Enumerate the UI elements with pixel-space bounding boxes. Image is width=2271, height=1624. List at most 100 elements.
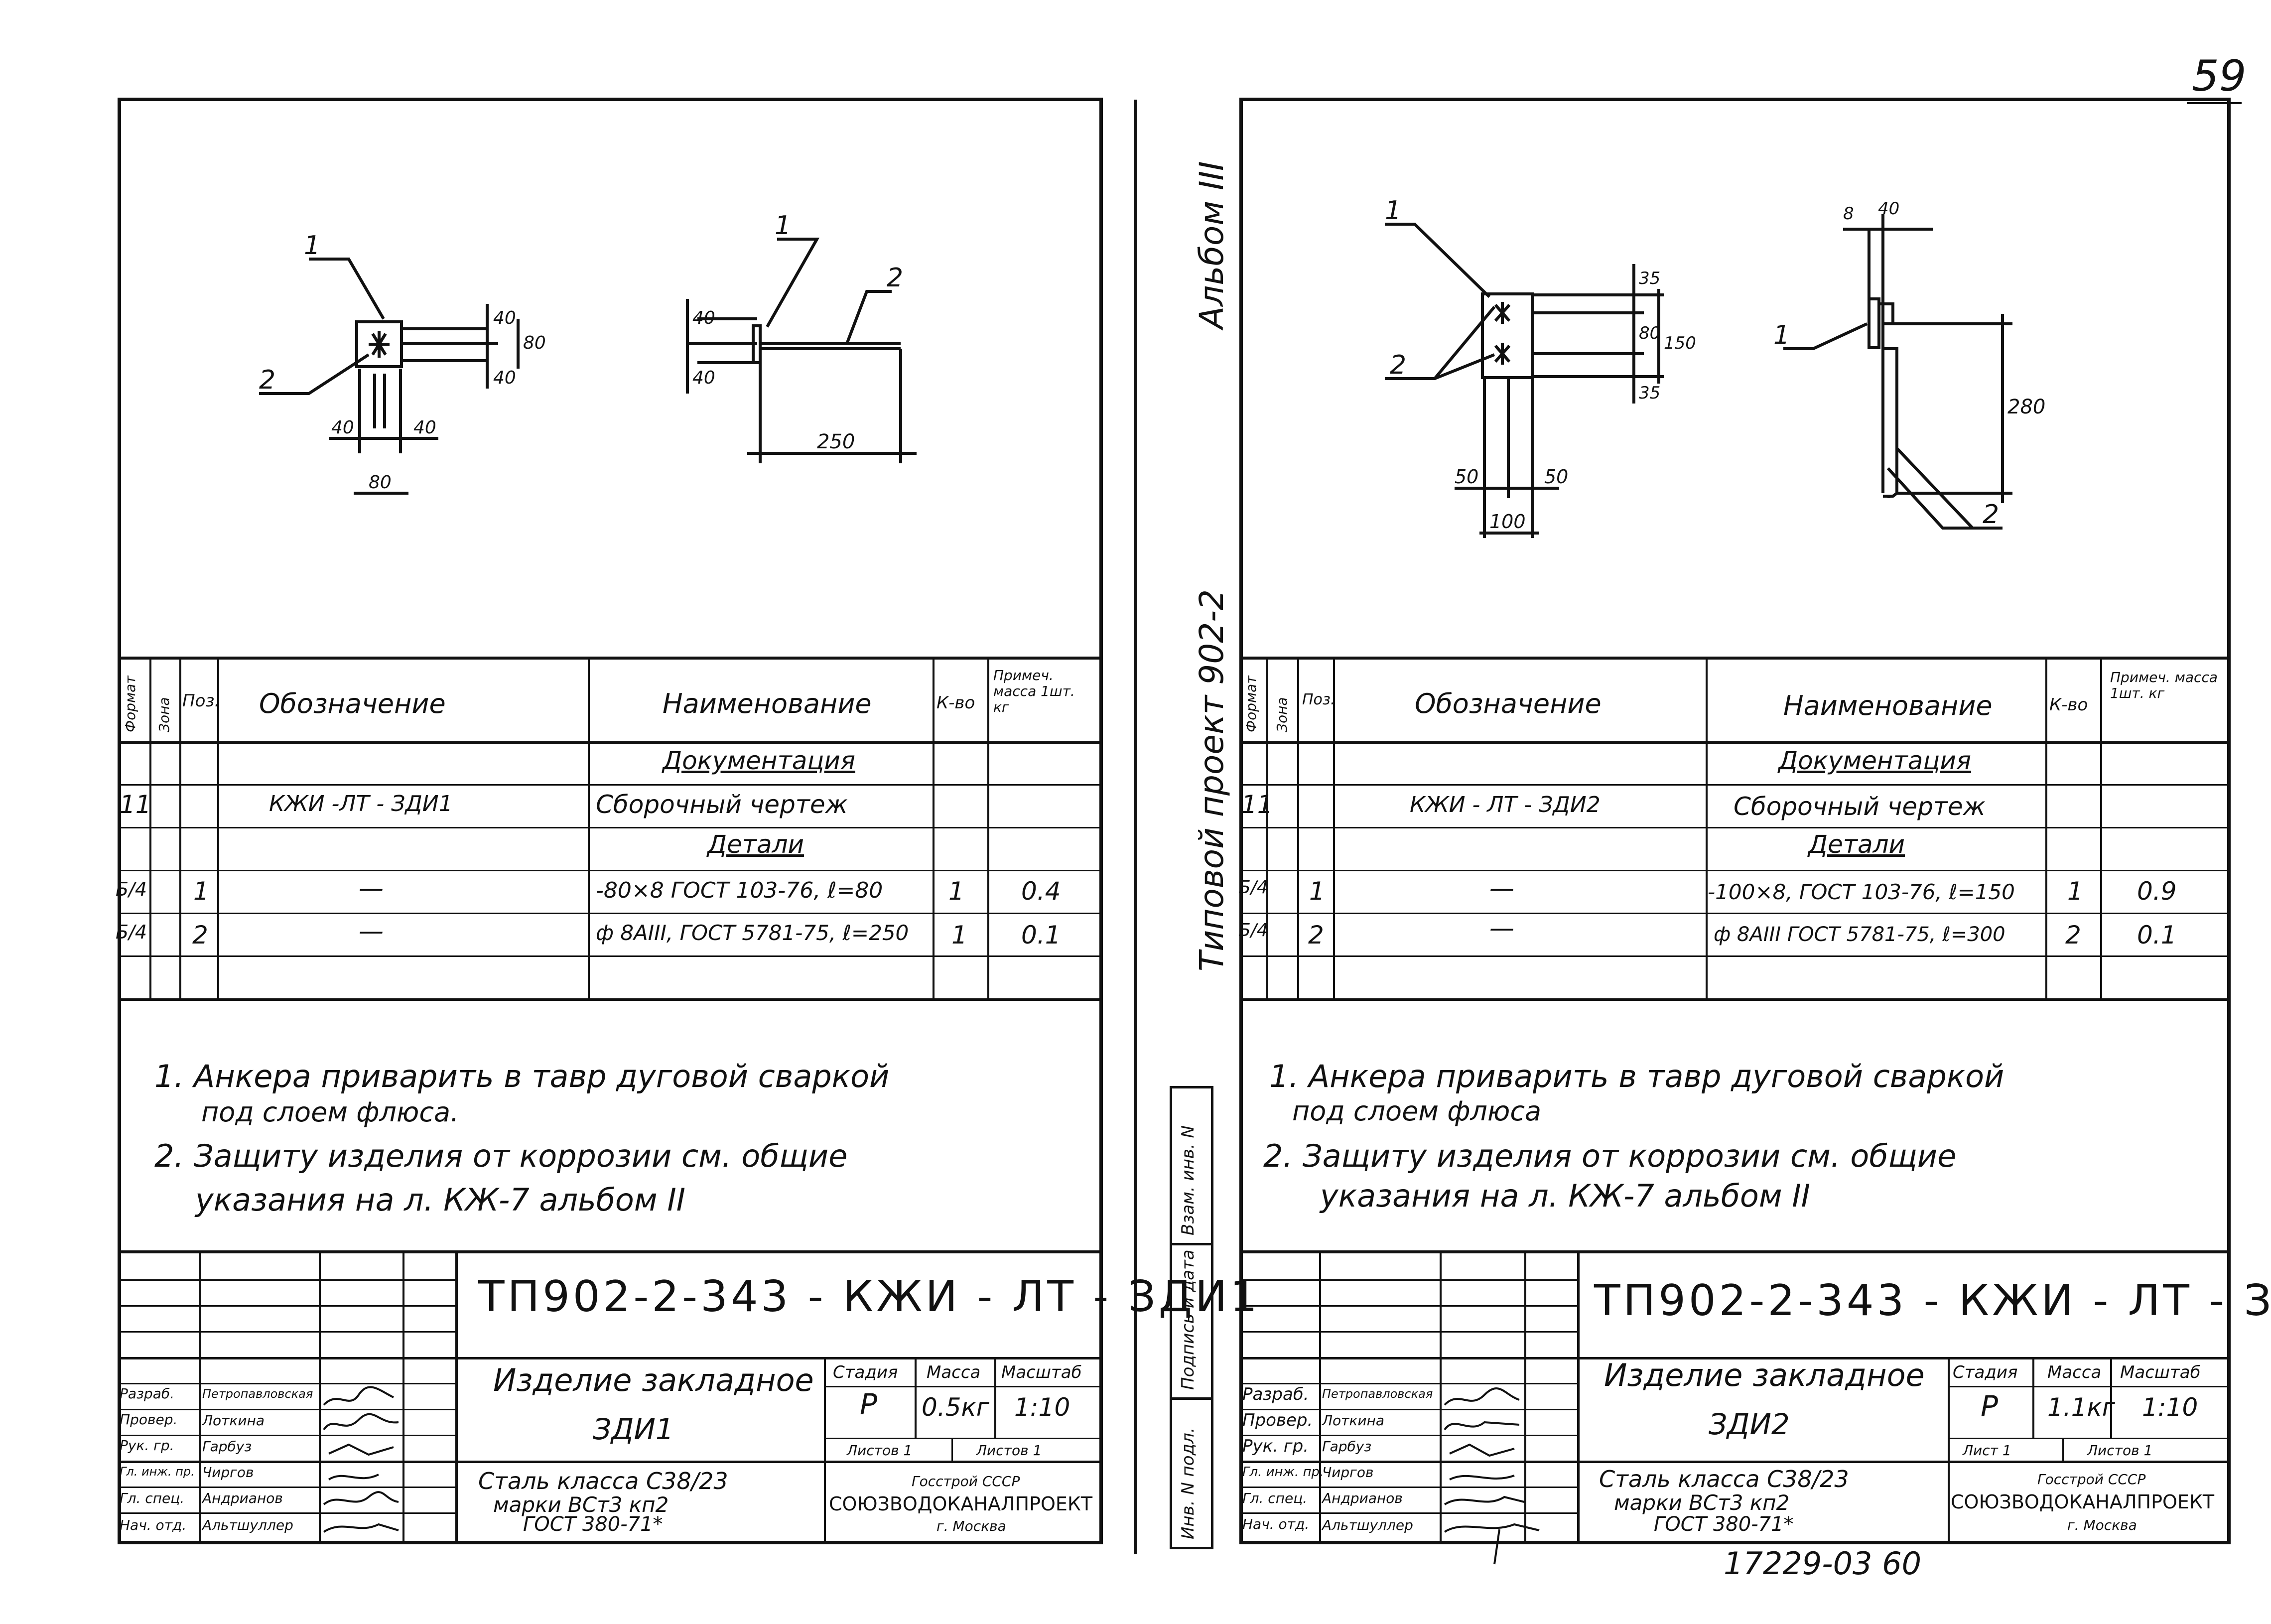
left-d40f: 40: [413, 417, 436, 438]
left-item-name-1: Изделие закладное: [493, 1362, 814, 1398]
left-role-3-name: Чиргов: [202, 1464, 254, 1481]
right-role-2-name: Гарбуз: [1322, 1438, 1372, 1455]
left-row4-format: Б/4: [116, 921, 147, 943]
left-role-0: Разраб.: [120, 1385, 175, 1402]
right-role-4-name: Андрианов: [1322, 1490, 1403, 1506]
left-role-0-name: Петропавловская: [202, 1387, 313, 1401]
right-col-qty: К-во: [2049, 695, 2088, 715]
left-org-3: г. Москва: [936, 1518, 1006, 1534]
right-mass-label: Масса: [2047, 1362, 2102, 1382]
left-row3-format: Б/4: [116, 878, 147, 900]
left-role-5-name: Альтшуллер: [202, 1517, 293, 1533]
left-d80a: 80: [523, 333, 546, 353]
left-pos1a: 1: [304, 231, 320, 261]
right-role-0-name: Петропавловская: [1322, 1387, 1433, 1401]
left-note-1b: под слоем флюса.: [201, 1096, 459, 1128]
left-row2-name: Детали: [707, 830, 804, 859]
left-pos2b: 2: [887, 263, 903, 293]
right-row3-name: -100×8, ГОСТ 103-76, ℓ=150: [1708, 880, 2015, 904]
right-row4-name: ф 8АIII ГОСТ 5781-75, ℓ=300: [1714, 923, 2005, 946]
left-stage: Р: [860, 1387, 877, 1421]
left-role-2: Рук. гр.: [120, 1437, 174, 1454]
right-note-1: 1. Анкера приварить в тавр дуговой сварк…: [1269, 1058, 2004, 1094]
left-d40e: 40: [331, 417, 354, 438]
right-d8: 8: [1843, 204, 1854, 224]
right-pos1a: 1: [1385, 196, 1401, 226]
right-item-name-1: Изделие закладное: [1604, 1357, 1925, 1393]
right-row4-format: Б/4: [1238, 920, 1268, 941]
left-row3-note: 0.4: [1021, 877, 1061, 906]
right-d50a: 50: [1455, 466, 1478, 488]
right-row4-pos: 2: [1308, 921, 1324, 949]
left-d40c: 40: [692, 308, 715, 328]
right-stage: Р: [1981, 1389, 1998, 1423]
right-role-5: Нач. отд.: [1242, 1516, 1310, 1532]
right-row1-format: 11: [1241, 790, 1273, 819]
left-material-2: марки ВСт3 кп2: [493, 1492, 669, 1517]
left-role-3: Гл. инж. пр.: [120, 1465, 195, 1479]
center-divider: [1134, 100, 1137, 1554]
right-d100: 100: [1489, 511, 1526, 533]
right-note-2: 2. Защиту изделия от коррозии см. общие: [1263, 1138, 1957, 1174]
right-role-1-name: Лоткина: [1322, 1412, 1385, 1429]
left-row3-qty: 1: [948, 877, 964, 906]
right-pos1b: 1: [1773, 320, 1790, 350]
right-mass: 1.1кг: [2047, 1393, 2115, 1422]
right-role-4: Гл. спец.: [1242, 1490, 1308, 1506]
right-org-2: СОЮЗВОДОКАНАЛПРОЕКТ: [1951, 1491, 2215, 1513]
left-row1-name: Сборочный чертеж: [596, 790, 848, 819]
right-role-1: Провер.: [1242, 1410, 1313, 1430]
left-d250: 250: [817, 430, 855, 453]
right-row1-name: Сборочный чертеж: [1734, 792, 1986, 821]
left-org-2: СОЮЗВОДОКАНАЛПРОЕКТ: [829, 1493, 1093, 1515]
sheet-right: [1239, 98, 2231, 1544]
right-scale: 1:10: [2142, 1393, 2198, 1422]
page-number-underline: [2187, 102, 2242, 104]
right-col-note: Примеч. масса 1шт. кг: [2110, 669, 2218, 702]
left-pos2a: 2: [259, 365, 275, 395]
right-material-2: марки ВСт3 кп2: [1614, 1490, 1790, 1515]
right-row1-designation: КЖИ - ЛТ - ЗДИ2: [1410, 792, 1601, 817]
left-role-1-name: Лоткина: [202, 1412, 265, 1429]
right-sheet-label: Лист 1: [1963, 1442, 2011, 1459]
right-pos2b: 2: [1983, 500, 1999, 530]
left-row3-pos: 1: [193, 877, 209, 906]
right-row3-designation: —: [1489, 874, 1514, 903]
left-row1-designation: КЖИ -ЛТ - ЗДИ1: [269, 791, 453, 816]
right-role-5-name: Альтшуллер: [1322, 1517, 1413, 1533]
right-role-0: Разраб.: [1242, 1384, 1309, 1404]
right-stage-label: Стадия: [1953, 1362, 2018, 1382]
left-col-designation: Обозначение: [259, 688, 446, 719]
right-row4-designation: —: [1489, 914, 1514, 943]
left-drawing: 1 2 1 2 40 80 40 40 40 40 40 80 250: [259, 211, 917, 495]
left-row4-note: 0.1: [1021, 921, 1061, 949]
left-note-2: 2. Защиту изделия от коррозии см. общие: [154, 1138, 848, 1174]
left-item-name-2: ЗДИ1: [593, 1412, 674, 1446]
left-org-1: Госстрой СССР: [912, 1473, 1020, 1489]
right-scale-label: Масштаб: [2120, 1362, 2201, 1382]
right-row0-name: Документация: [1778, 746, 1971, 775]
right-note-1b: под слоем флюса: [1292, 1095, 1542, 1127]
right-pos2a: 2: [1390, 350, 1406, 380]
right-role-3: Гл. инж. пр.: [1242, 1465, 1324, 1480]
right-row4-qty: 2: [2065, 921, 2081, 949]
right-material-1: Сталь класса С38/23: [1599, 1466, 1849, 1492]
left-mass: 0.5кг: [922, 1393, 989, 1422]
right-row3-format: Б/4: [1238, 877, 1268, 898]
left-row3-name: -80×8 ГОСТ 103-76, ℓ=80: [596, 878, 883, 903]
left-row0-name: Документация: [663, 746, 855, 775]
right-note-2b: указания на л. КЖ-7 альбом II: [1320, 1178, 1810, 1214]
left-role-4: Гл. спец.: [120, 1490, 185, 1506]
left-mass-label: Масса: [927, 1362, 981, 1382]
right-d35a: 35: [1639, 269, 1660, 288]
sheet-left: [118, 98, 1103, 1544]
left-d40b: 40: [493, 368, 516, 388]
right-role-2: Рук. гр.: [1242, 1436, 1309, 1456]
left-row4-qty: 1: [951, 921, 967, 949]
right-sheets-label: Листов 1: [2087, 1442, 2153, 1459]
right-d150: 150: [1664, 333, 1696, 353]
left-title-code: ТП902-2-343 - КЖИ - ЛТ - ЗДИ1: [478, 1272, 1260, 1322]
side-stamp: [1170, 1086, 1213, 1549]
right-row3-note: 0.9: [2137, 877, 2177, 906]
right-col-designation: Обозначение: [1415, 688, 1602, 719]
